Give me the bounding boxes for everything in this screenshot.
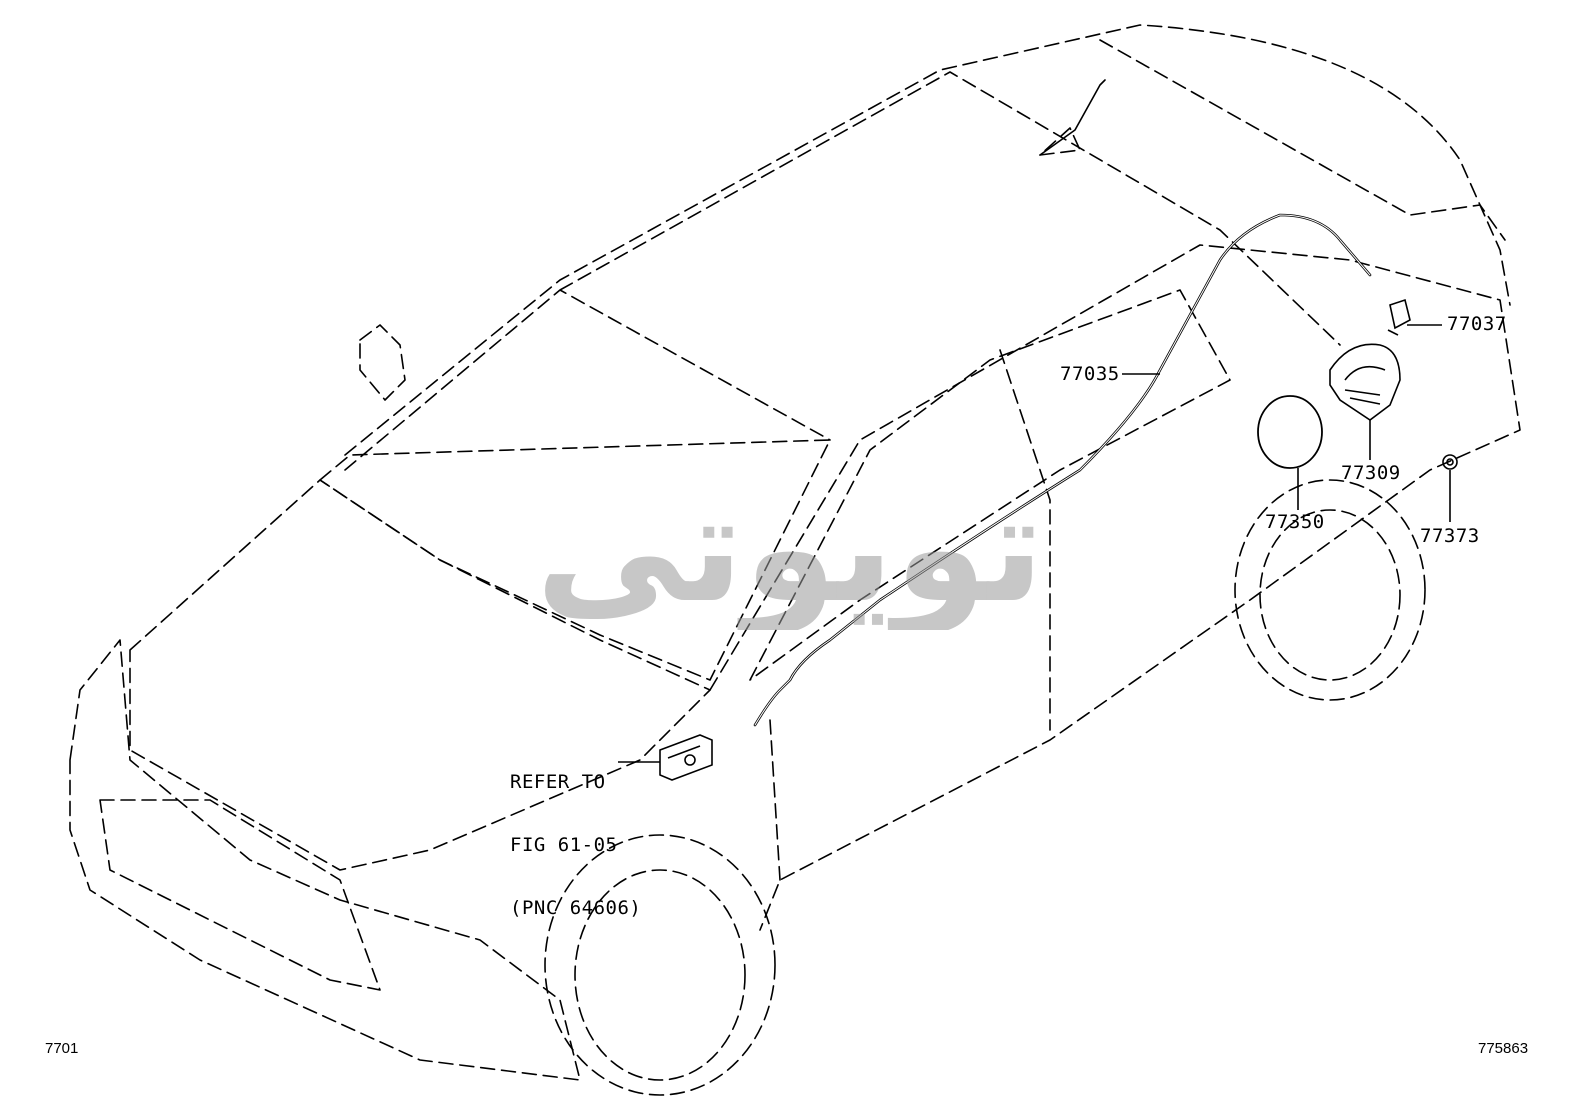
rear-wheel-arch — [1234, 479, 1426, 701]
fuel-lid-door-icon — [1257, 395, 1323, 469]
body-side — [709, 244, 1521, 931]
roof-outline — [344, 24, 1511, 456]
door-windows — [749, 289, 1231, 681]
clip-icon — [1442, 454, 1458, 470]
roof-inner — [344, 71, 1341, 471]
front-bumper — [69, 639, 581, 1081]
front-wheel-arch — [544, 834, 776, 1096]
lock-assembly-icon — [1387, 298, 1411, 336]
svg-text:تویوتی: تویوتی — [536, 462, 1045, 630]
door-split — [769, 349, 1051, 881]
antenna — [1039, 79, 1106, 156]
part-label-77373: 77373 — [1420, 525, 1480, 547]
mirror — [359, 324, 406, 401]
hood — [129, 479, 711, 871]
part-label-77350: 77350 — [1265, 511, 1325, 533]
grille-frame — [99, 799, 381, 991]
watermark-logo: تویوتی — [536, 462, 1045, 630]
rear-wheel — [1259, 509, 1401, 681]
front-wheel — [574, 869, 746, 1081]
reference-note: REFER TO FIG 61-05 (PNC 64606) — [510, 730, 641, 940]
reference-line-2: FIG 61-05 — [510, 834, 618, 856]
opener-lever-icon — [659, 734, 713, 781]
part-label-77309: 77309 — [1341, 462, 1401, 484]
part-label-77037: 77037 — [1447, 313, 1507, 335]
roof-rear — [1099, 39, 1506, 241]
figure-code-left: 7701 — [45, 1040, 79, 1057]
reference-line-1: REFER TO — [510, 771, 606, 793]
reference-line-3: (PNC 64606) — [510, 897, 642, 919]
figure-code-right: 775863 — [1478, 1040, 1529, 1057]
fuel-lid-housing-icon — [1329, 343, 1401, 421]
part-label-77035: 77035 — [1060, 363, 1120, 385]
